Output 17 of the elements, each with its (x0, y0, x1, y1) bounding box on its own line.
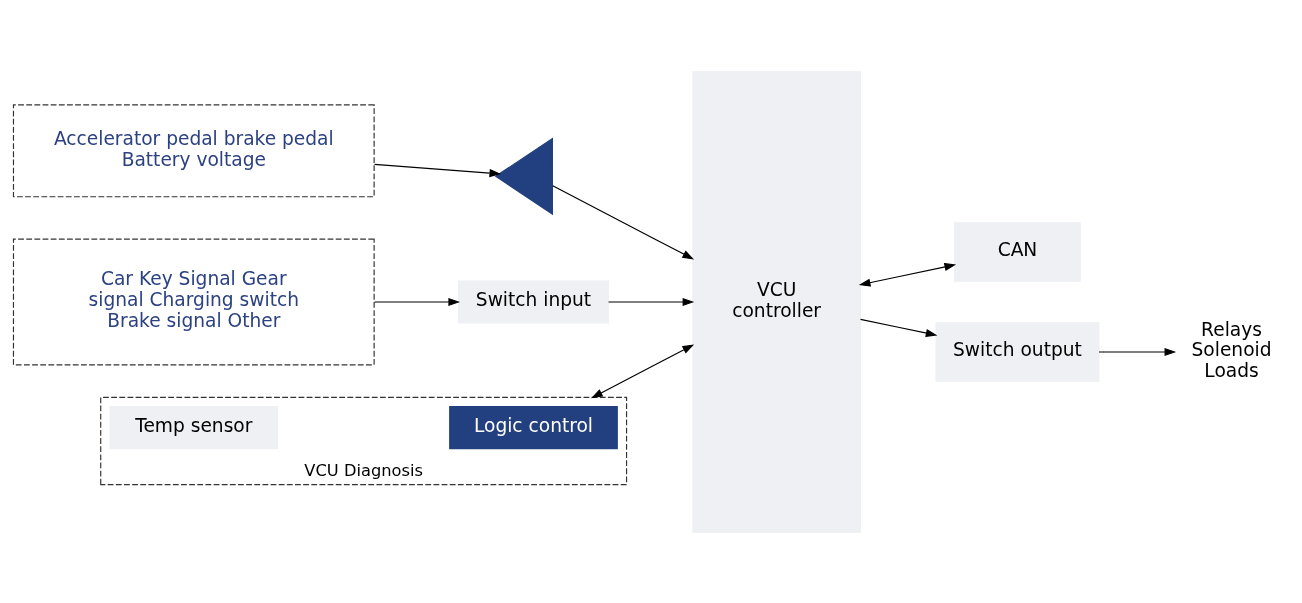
node-triangle (494, 136, 553, 215)
node-text: Relays Solenoid Loads (1191, 318, 1272, 381)
node-box: Accelerator pedal brake pedal Battery voltage (12, 103, 375, 197)
arrow (859, 318, 938, 337)
arrow (591, 343, 695, 398)
node-box: Car Key Signal Gear signal Charging switch Brake signal Other (12, 238, 375, 365)
arrow (373, 163, 502, 177)
node-box: VCU controller (692, 70, 861, 533)
arrow (552, 184, 695, 259)
arrow (607, 297, 695, 306)
arrow (373, 297, 461, 306)
arrow (858, 262, 957, 287)
node-box: Logic control (449, 405, 618, 449)
node-box: Switch input (457, 280, 610, 323)
node-box: Switch output (935, 321, 1100, 382)
arrow (1098, 347, 1177, 356)
node-box: CAN (954, 221, 1081, 282)
